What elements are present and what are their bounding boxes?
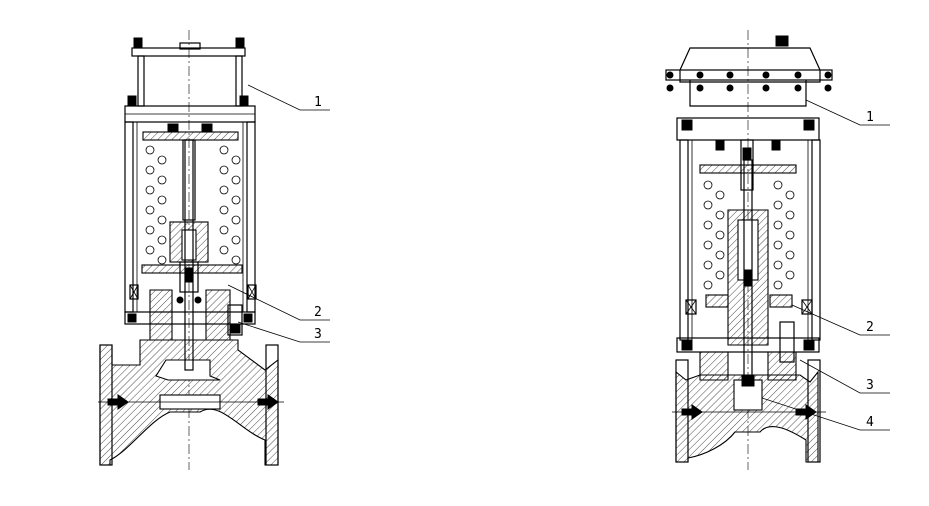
left-callout-2: 2 (314, 305, 322, 320)
left-springs (145, 145, 241, 265)
right-springs (703, 180, 795, 290)
right-valve-body (672, 359, 826, 463)
left-spring-housing (124, 121, 256, 313)
left-callout-1: 1 (314, 95, 322, 110)
right-diaphragm-cap (665, 35, 833, 107)
right-valve: 1 2 3 4 (665, 30, 890, 470)
right-leaders (761, 99, 890, 431)
right-callout-2: 2 (866, 320, 874, 335)
left-bonnet (124, 284, 257, 341)
right-piston (685, 209, 813, 346)
right-callout-1: 1 (866, 110, 874, 125)
left-yoke (127, 37, 249, 107)
left-valve-body (98, 339, 284, 466)
right-callout-3: 3 (866, 378, 874, 393)
left-valve: 1 2 3 (98, 30, 330, 470)
left-valve-stem (184, 139, 194, 371)
left-leaders (227, 84, 330, 343)
right-spring-housing (679, 139, 821, 341)
right-valve-stem (743, 159, 753, 381)
left-flow-arrows (107, 394, 279, 410)
right-callout-4: 4 (866, 415, 874, 430)
right-bonnet (676, 321, 820, 381)
left-callout-3: 3 (314, 327, 322, 342)
